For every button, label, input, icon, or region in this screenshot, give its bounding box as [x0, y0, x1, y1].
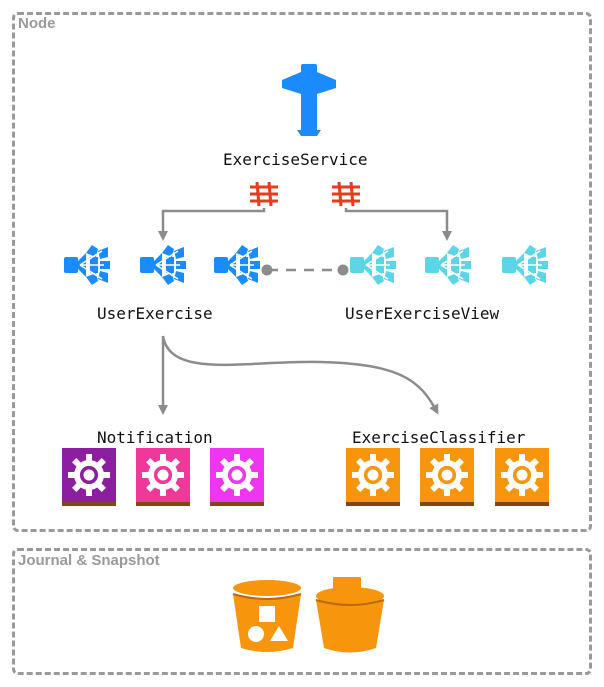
- association-endpoint-left: [261, 264, 273, 276]
- endpoint-bars-right-icon: [332, 181, 360, 207]
- exercise-service-label: ExerciseService: [223, 150, 368, 169]
- userexercise-stream-icon-2: [139, 244, 187, 286]
- node-group-box: [12, 12, 592, 532]
- userexercise-label: UserExercise: [97, 304, 213, 323]
- association-endpoint-right: [337, 264, 349, 276]
- s3-bucket-icon: [315, 575, 385, 653]
- edge-userexercise-to-classifier: [161, 335, 439, 415]
- classifier-gear-icon-1: [346, 448, 400, 506]
- edge-service-to-userexerciseview: [344, 208, 452, 241]
- journal-group-label: Journal & Snapshot: [18, 552, 160, 569]
- notification-gear-icon-1: [62, 448, 116, 506]
- classifier-gear-icon-3: [495, 448, 549, 506]
- exercise-service-icon: [282, 64, 336, 136]
- userexerciseview-stream-icon-3: [501, 244, 549, 286]
- userexercise-stream-icon-3: [213, 244, 261, 286]
- edge-service-to-userexercise: [158, 208, 266, 241]
- node-group-label: Node: [18, 15, 56, 32]
- userexerciseview-stream-icon-2: [424, 244, 472, 286]
- notification-gear-icon-3: [210, 448, 264, 506]
- endpoint-bars-left-icon: [250, 181, 278, 207]
- notification-gear-icon-2: [136, 448, 190, 506]
- exercise-classifier-label: ExerciseClassifier: [352, 428, 526, 447]
- journal-group-box: [12, 548, 592, 675]
- classifier-gear-icon-2: [420, 448, 474, 506]
- notification-label: Notification: [97, 428, 213, 447]
- userexercise-stream-icon-1: [63, 244, 111, 286]
- userexerciseview-label: UserExerciseView: [345, 304, 500, 323]
- userexerciseview-stream-icon-1: [349, 244, 397, 286]
- s3-bucket-objects-icon: [232, 580, 302, 652]
